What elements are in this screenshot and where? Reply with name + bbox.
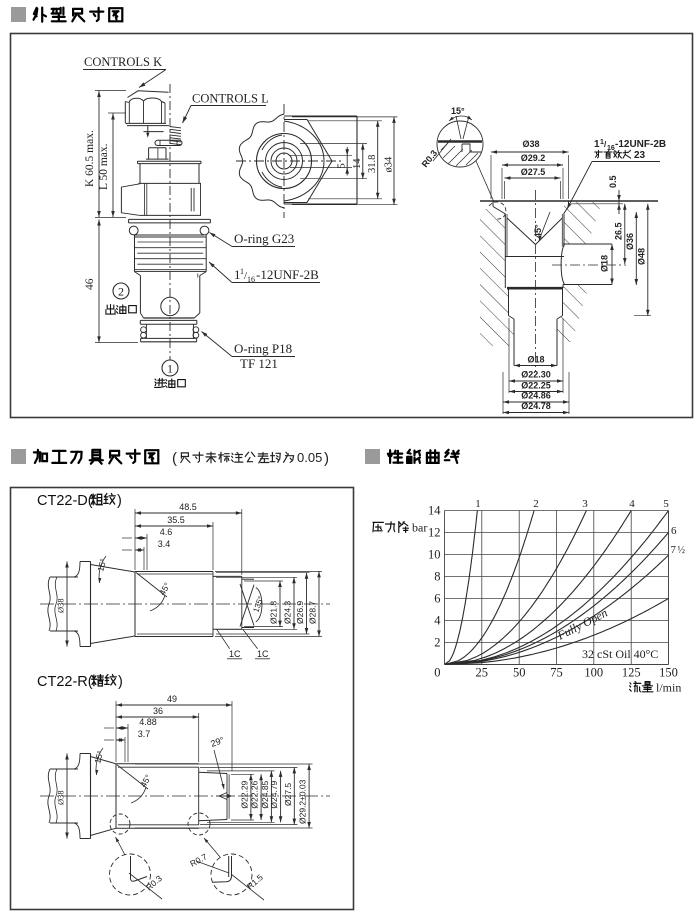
svg-text:4: 4 <box>629 498 635 510</box>
svg-text:Ø22.30: Ø22.30 <box>521 370 551 380</box>
svg-text:16: 16 <box>607 145 615 152</box>
svg-text:3.4: 3.4 <box>158 539 171 549</box>
svg-text:Ø22.25: Ø22.25 <box>521 381 551 391</box>
svg-text:1: 1 <box>234 267 241 282</box>
svg-text:125: 125 <box>622 666 641 680</box>
svg-text:15°: 15° <box>451 106 465 116</box>
svg-text:l/min: l/min <box>656 681 681 695</box>
svg-text:0: 0 <box>434 666 440 680</box>
svg-text:1: 1 <box>167 362 173 376</box>
svg-text:/: / <box>244 270 248 282</box>
svg-text:7: 7 <box>671 544 677 556</box>
svg-text:15°: 15° <box>92 750 105 765</box>
svg-text:35.5: 35.5 <box>167 515 185 525</box>
svg-text:5: 5 <box>663 498 669 510</box>
svg-text:O-ring G23: O-ring G23 <box>234 231 294 246</box>
svg-text:-12UNF-2B: -12UNF-2B <box>615 139 666 150</box>
svg-text:6: 6 <box>434 592 440 606</box>
svg-text:12: 12 <box>428 526 441 540</box>
svg-text:Ø24.3: Ø24.3 <box>283 601 293 624</box>
svg-text:CONTROLS L: CONTROLS L <box>192 92 269 106</box>
svg-text:1: 1 <box>240 267 244 276</box>
svg-text:/: / <box>604 140 607 149</box>
svg-text:Ø28.7: Ø28.7 <box>308 601 318 624</box>
svg-text:Ø48: Ø48 <box>636 248 646 265</box>
svg-text:2: 2 <box>533 498 539 510</box>
svg-text:0.05: 0.05 <box>297 450 322 465</box>
svg-text:Ø24.86: Ø24.86 <box>521 391 551 401</box>
svg-text:°C: °C <box>646 647 659 661</box>
svg-text:8: 8 <box>434 570 440 584</box>
svg-text:1C: 1C <box>257 649 269 659</box>
svg-text:Ø38: Ø38 <box>56 790 66 805</box>
svg-text:1: 1 <box>594 139 600 150</box>
svg-text:4.6: 4.6 <box>160 527 173 537</box>
svg-text:32 cSt Oil 40: 32 cSt Oil 40 <box>582 647 646 661</box>
svg-text:100: 100 <box>584 666 603 680</box>
svg-text:½: ½ <box>678 545 686 556</box>
svg-text:3: 3 <box>582 498 588 510</box>
svg-text:150: 150 <box>659 666 678 680</box>
svg-text:CONTROLS K: CONTROLS K <box>84 55 162 69</box>
svg-text:CT22-R(: CT22-R( <box>37 674 93 690</box>
svg-text:2: 2 <box>434 636 440 650</box>
svg-text:Ø21.8: Ø21.8 <box>269 601 279 624</box>
svg-text:23: 23 <box>634 150 646 161</box>
svg-text:3.7: 3.7 <box>138 729 151 739</box>
svg-text:75: 75 <box>550 666 563 680</box>
svg-text:CT22-D(: CT22-D( <box>37 493 93 509</box>
svg-text:31.8: 31.8 <box>367 155 378 173</box>
svg-text:Ø24.79: Ø24.79 <box>269 780 279 808</box>
svg-text:Ø22.26: Ø22.26 <box>250 780 260 808</box>
svg-text:Ø36: Ø36 <box>625 233 635 250</box>
svg-text:): ) <box>324 450 329 467</box>
svg-text:Ø24.78: Ø24.78 <box>521 401 551 411</box>
svg-text:Ø18: Ø18 <box>527 355 544 365</box>
svg-text:1: 1 <box>600 139 604 146</box>
svg-text:(: ( <box>172 450 177 467</box>
svg-text:TF 121: TF 121 <box>240 356 278 371</box>
svg-text:bar: bar <box>412 521 427 535</box>
svg-text:4: 4 <box>434 614 441 628</box>
svg-text:1C: 1C <box>229 649 241 659</box>
svg-text:Ø26.9: Ø26.9 <box>295 601 305 624</box>
svg-text:6: 6 <box>671 525 677 537</box>
svg-text:14: 14 <box>352 158 363 169</box>
svg-text:29°: 29° <box>209 735 226 749</box>
svg-text:0.5: 0.5 <box>608 175 618 188</box>
svg-text:49: 49 <box>167 694 177 704</box>
svg-text:10: 10 <box>428 548 441 562</box>
svg-text:5: 5 <box>337 163 348 168</box>
svg-text:): ) <box>118 674 123 690</box>
svg-text:L 50 max.: L 50 max. <box>98 143 110 190</box>
svg-text:14: 14 <box>428 504 441 518</box>
svg-text:1: 1 <box>475 498 481 510</box>
svg-text:): ) <box>117 493 122 509</box>
svg-text:Ø27.5: Ø27.5 <box>283 783 293 806</box>
svg-text:25: 25 <box>476 666 489 680</box>
svg-text:Ø29.2±0.03: Ø29.2±0.03 <box>298 779 308 824</box>
svg-text:16: 16 <box>247 275 255 284</box>
svg-text:Ø18: Ø18 <box>600 255 610 272</box>
svg-text:2: 2 <box>118 285 124 299</box>
svg-text:36: 36 <box>153 706 163 716</box>
svg-text:O-ring P18: O-ring P18 <box>234 341 292 356</box>
svg-text:Ø38: Ø38 <box>56 598 66 613</box>
svg-text:26.5: 26.5 <box>613 222 623 240</box>
svg-text:4.88: 4.88 <box>139 717 157 727</box>
svg-text:Ø24.85: Ø24.85 <box>260 780 270 808</box>
svg-text:15°: 15° <box>95 558 108 573</box>
svg-text:50: 50 <box>513 666 526 680</box>
svg-text:45°: 45° <box>533 224 543 238</box>
svg-text:Ø22.29: Ø22.29 <box>239 780 249 808</box>
svg-text:48.5: 48.5 <box>179 502 197 512</box>
svg-text:K 60.5 max.: K 60.5 max. <box>84 130 96 187</box>
svg-text:46: 46 <box>84 278 96 290</box>
svg-text:Ø29.2: Ø29.2 <box>521 153 546 163</box>
svg-text:Ø38: Ø38 <box>522 139 539 149</box>
svg-text:Ø27.5: Ø27.5 <box>521 167 546 177</box>
svg-text:-12UNF-2B: -12UNF-2B <box>256 267 319 282</box>
svg-text:ø34: ø34 <box>383 156 394 173</box>
